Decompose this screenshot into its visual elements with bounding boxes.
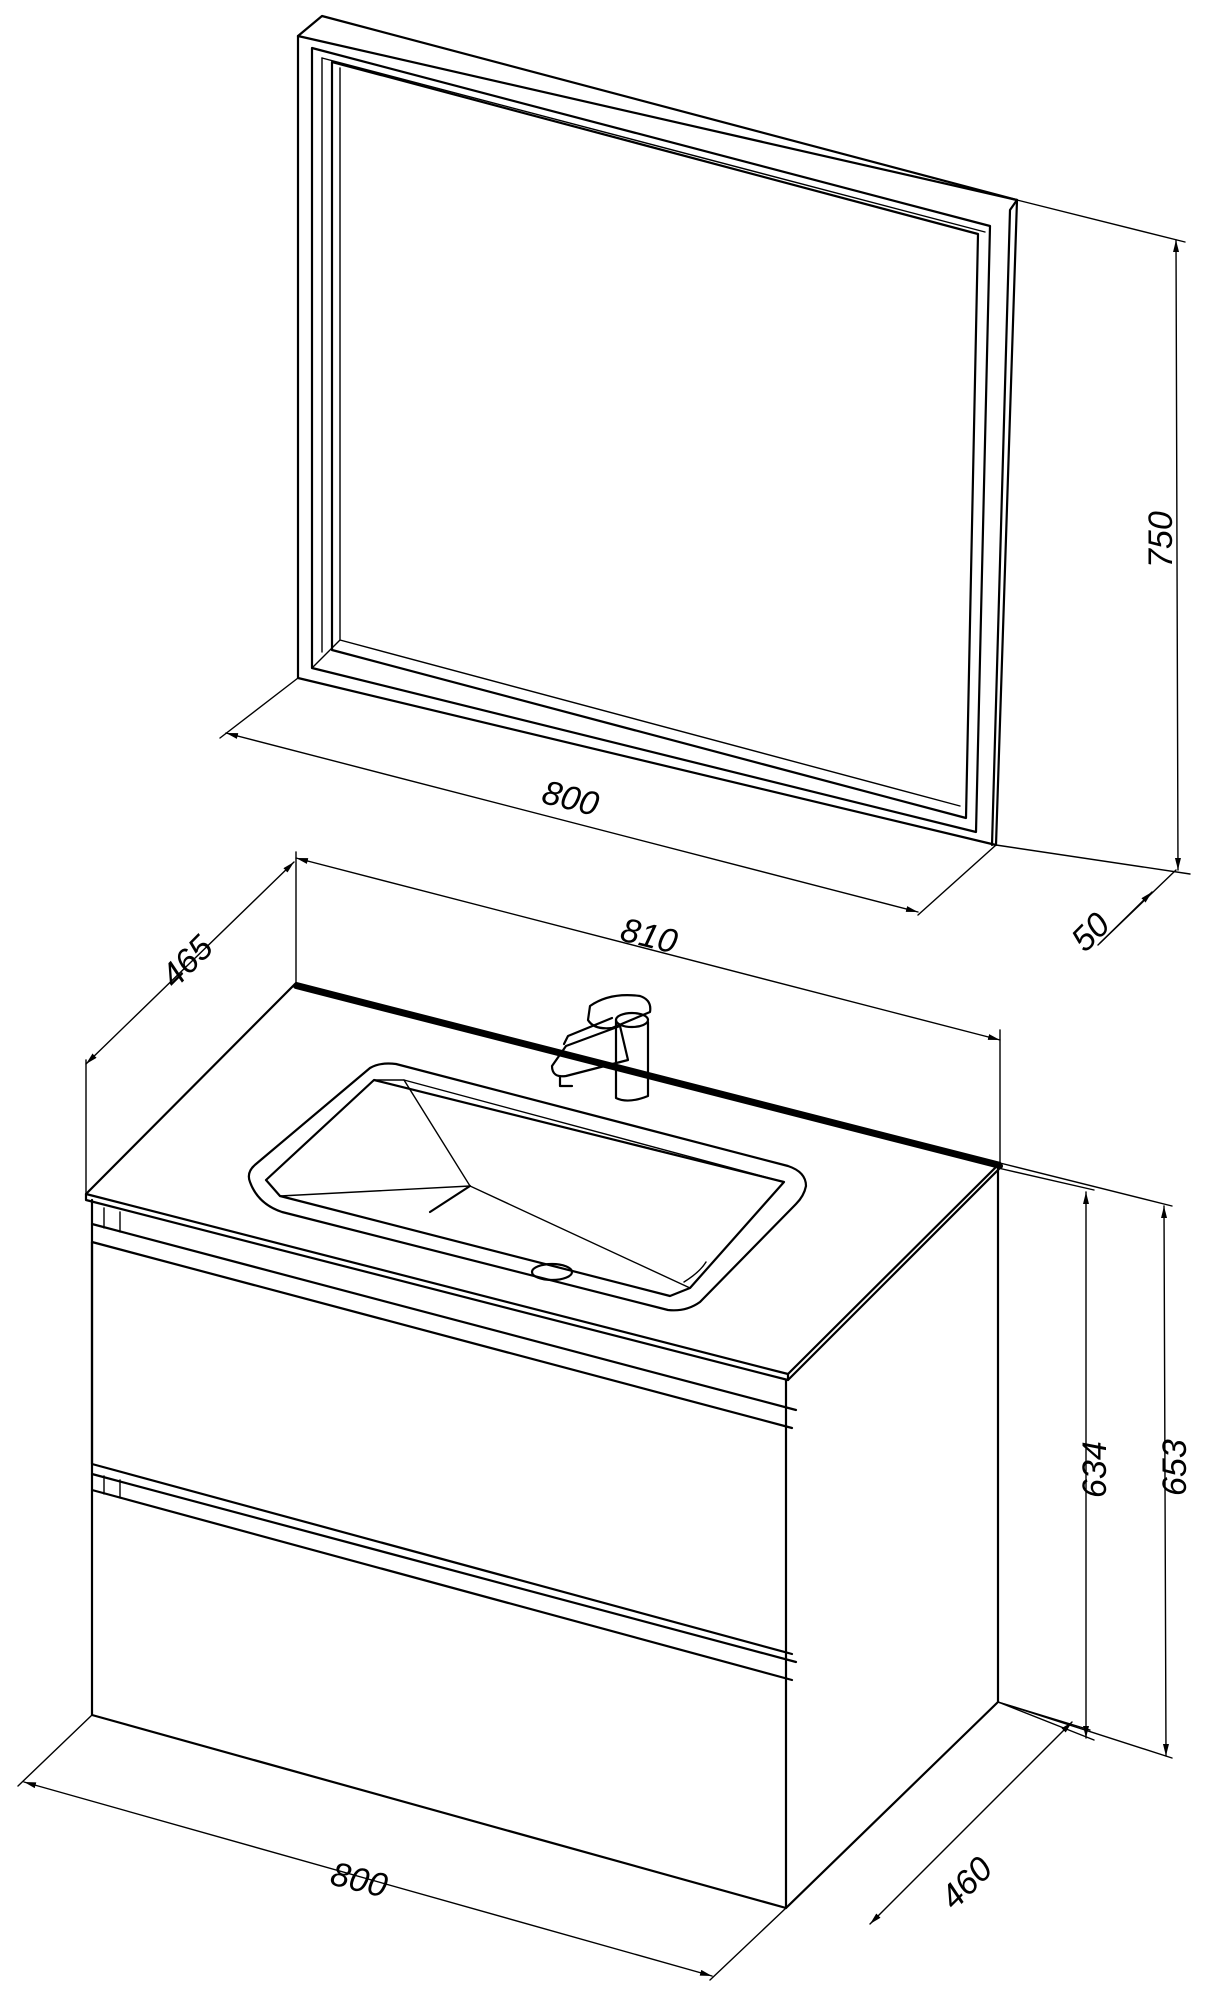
cabinet-depth-label: 460 xyxy=(933,1850,1000,1917)
top-width-label: 810 xyxy=(617,911,681,962)
mirror-height-label: 750 xyxy=(1142,511,1180,568)
cabinet-height-label: 634 xyxy=(1076,1441,1114,1498)
cabinet-width-label: 800 xyxy=(327,1855,391,1906)
mirror-dimensions xyxy=(219,199,1191,946)
sink-basin xyxy=(247,1062,808,1312)
vanity-dimensions xyxy=(17,851,1173,1981)
top-depth-label: 465 xyxy=(154,928,221,995)
total-height-label: 653 xyxy=(1156,1439,1194,1496)
mirror xyxy=(296,14,1019,847)
mirror-depth-label: 50 xyxy=(1064,905,1118,959)
